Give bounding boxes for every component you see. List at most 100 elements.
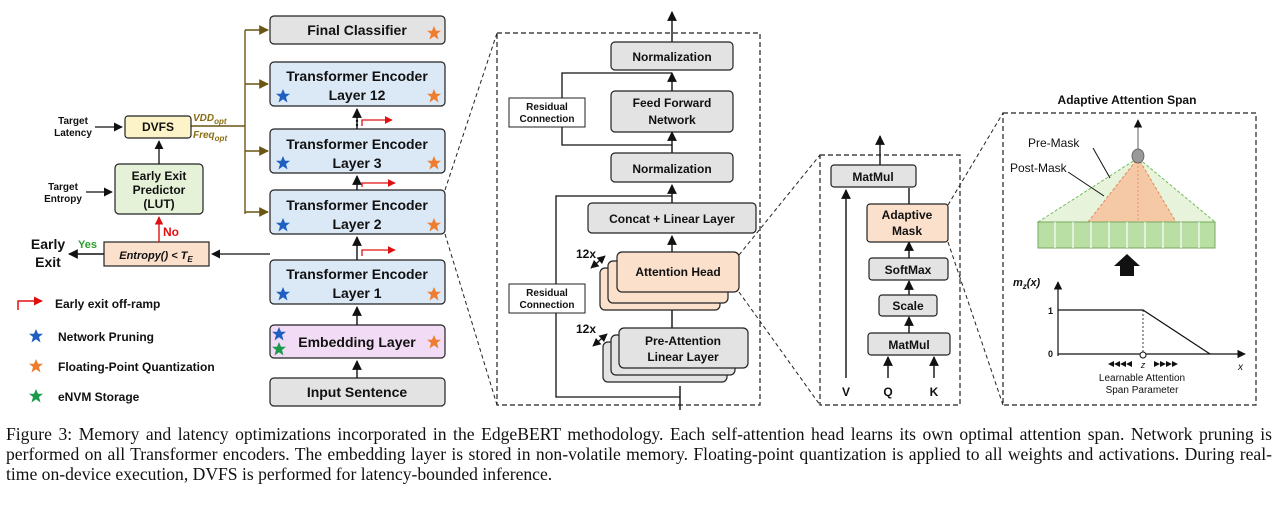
pre-mask-pointer (1092, 147, 1111, 179)
mask-y-label: mz(x) (1013, 277, 1041, 291)
pre-attention-line2: Linear Layer (647, 350, 719, 364)
encoder-12-line1: Transformer Encoder (286, 68, 428, 84)
encoder-1-line1: Transformer Encoder (286, 266, 428, 282)
span-title: Adaptive Attention Span (1058, 93, 1197, 107)
residual-top-line1: Residual (526, 102, 568, 113)
entropy-condition: Entropy() < TE (103, 241, 210, 267)
pre-attention-line1: Pre-Attention (645, 334, 721, 348)
softmax-block: SoftMax (868, 257, 949, 281)
residual-bottom-line1: Residual (526, 288, 568, 299)
predictor-line3: (LUT) (143, 197, 174, 211)
early-exit-line2: Exit (35, 254, 61, 270)
dvfs-control-lines (191, 25, 269, 217)
encoder-3-line2: Layer 3 (332, 155, 381, 171)
zoom-lines-1 (444, 32, 498, 406)
legend-quant: Floating-Point Quantization (58, 360, 215, 374)
post-mask-label: Post-Mask (1010, 161, 1068, 175)
post-mask-pointer (1067, 171, 1105, 197)
early-exit-line1: Early (31, 236, 65, 252)
legend-envm: eNVM Storage (58, 390, 140, 404)
edgebert-diagram: Final Classifier Transformer Encoder Lay… (17, 11, 1257, 410)
encoder-layer-2: Transformer Encoder Layer 2 (269, 189, 446, 235)
q-label: Q (883, 385, 892, 399)
norm-mid-label: Normalization (632, 162, 711, 176)
norm-top-label: Normalization (632, 50, 711, 64)
early-exit-predictor: Early Exit Predictor (LUT) (114, 163, 204, 215)
adaptive-mask-line1: Adaptive (882, 208, 933, 222)
pre-attention-stack: Pre-Attention Linear Layer (602, 327, 749, 383)
k-label: K (930, 385, 939, 399)
caption-text: Figure 3: Memory and latency optimizatio… (6, 424, 1272, 484)
norm-top-block: Normalization (610, 41, 734, 71)
pre-stack-arrow (592, 333, 608, 347)
encoder-2-line2: Layer 2 (332, 216, 381, 232)
target-entropy-line2: Entropy (44, 194, 82, 205)
span-param-line1: Learnable Attention (1099, 373, 1185, 384)
span-arrows-icon (1108, 361, 1178, 367)
residual-bottom-box: Residual Connection (508, 283, 586, 314)
encoder-detail-frame (496, 32, 761, 406)
no-label: No (163, 225, 179, 239)
target-latency-line1: Target (58, 116, 88, 127)
yes-label: Yes (78, 239, 97, 251)
tick-0-label: 0 (1048, 349, 1053, 359)
ffn-line1: Feed Forward (633, 96, 712, 110)
pruning-legend-star-icon (29, 329, 43, 343)
heads-count-label: 12x (576, 247, 596, 261)
predictor-line2: Predictor (133, 183, 186, 197)
ellipsis-dots (355, 115, 359, 127)
encoder-2-line1: Transformer Encoder (286, 197, 428, 213)
concat-label: Concat + Linear Layer (609, 212, 735, 226)
matmul-bottom-block: MatMul (867, 332, 951, 356)
final-classifier-label: Final Classifier (307, 22, 407, 38)
offramp-legend-icon (17, 296, 43, 310)
scale-label: Scale (892, 299, 924, 313)
input-label: Input Sentence (307, 384, 408, 400)
target-entropy-line1: Target (48, 182, 78, 193)
entropy-condition-label: Entropy() < TE (119, 250, 193, 264)
embedding-label: Embedding Layer (298, 334, 416, 350)
adaptive-mask-line2: Mask (892, 224, 922, 238)
legend: Early exit off-ramp Network Pruning Floa… (17, 296, 215, 404)
zoom-lines-2 (738, 154, 821, 406)
attention-detail-frame (819, 154, 961, 406)
v-label: V (842, 385, 850, 399)
envm-legend-star-icon (29, 389, 43, 403)
pre-count-label: 12x (576, 322, 596, 336)
matmul-bottom-label: MatMul (888, 338, 929, 352)
embedding-layer: Embedding Layer (269, 324, 446, 359)
pre-mask-label: Pre-Mask (1028, 136, 1080, 150)
encoder-layer-1: Transformer Encoder Layer 1 (269, 259, 446, 305)
span-detail-frame (1002, 112, 1257, 406)
concat-block: Concat + Linear Layer (587, 202, 757, 234)
attention-detail-arrows (841, 135, 939, 378)
vdd-opt-label: VDDopt (193, 113, 227, 126)
matmul-top-label: MatMul (852, 170, 893, 184)
ffn-line2: Network (648, 113, 696, 127)
encoder-12-line2: Layer 12 (329, 87, 386, 103)
x-axis-label: x (1237, 362, 1244, 373)
attention-head-label: Attention Head (635, 265, 720, 279)
encoder-layer-3: Transformer Encoder Layer 3 (269, 128, 446, 174)
encoder-3-line1: Transformer Encoder (286, 136, 428, 152)
mask-function-plot (1053, 281, 1246, 359)
final-classifier-block: Final Classifier (269, 15, 446, 45)
span-param-line2: Span Parameter (1106, 385, 1179, 396)
tick-1-label: 1 (1048, 306, 1053, 316)
scale-block: Scale (878, 294, 938, 317)
figure-caption: Figure 3: Memory and latency optimizatio… (6, 424, 1272, 484)
freq-opt-label: Freqopt (193, 130, 227, 143)
norm-mid-block: Normalization (610, 152, 734, 183)
legend-pruning: Network Pruning (58, 330, 154, 344)
dvfs-block: DVFS (124, 115, 192, 139)
input-sentence: Input Sentence (269, 377, 446, 407)
residual-top-box: Residual Connection (508, 97, 586, 128)
ffn-block: Feed Forward Network (610, 90, 734, 133)
quantization-legend-star-icon (29, 359, 43, 373)
zoom-lines-3 (947, 112, 1004, 406)
matmul-top-block: MatMul (830, 164, 917, 188)
attention-head-stack: Attention Head (599, 251, 740, 311)
z-label: z (1140, 360, 1146, 370)
token-row (1037, 221, 1216, 249)
dvfs-label: DVFS (142, 120, 174, 134)
